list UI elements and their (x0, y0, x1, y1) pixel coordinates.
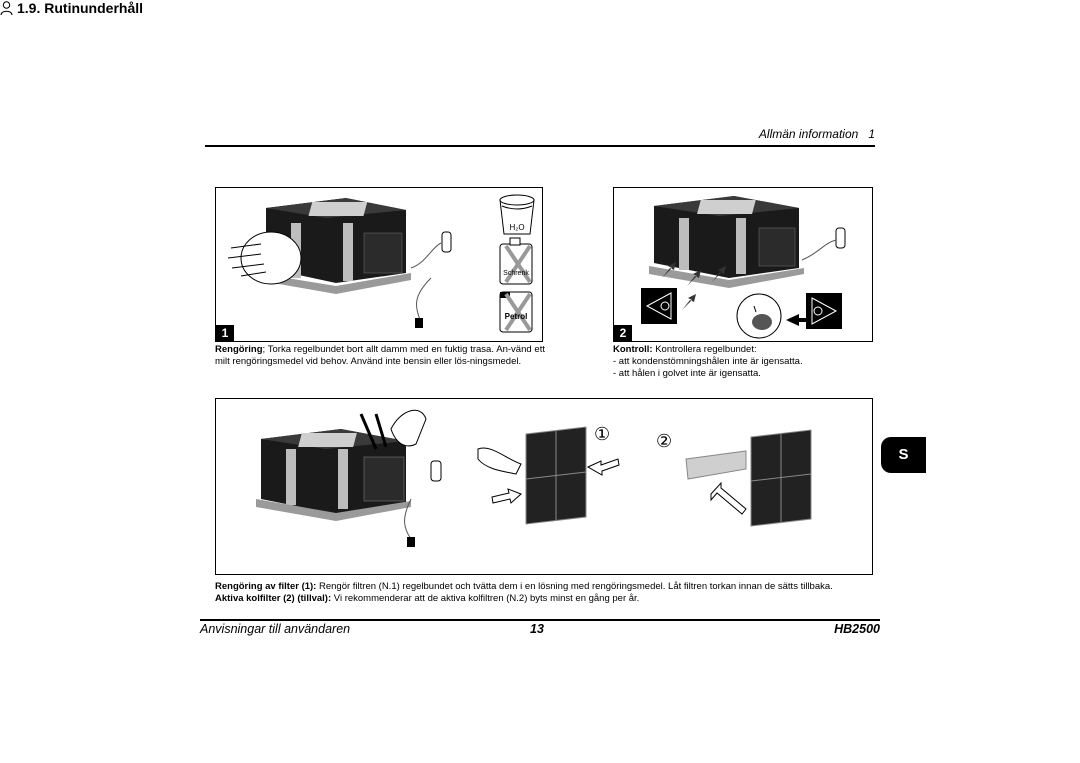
power-plug-icon (404, 460, 442, 547)
footer-rule (200, 619, 880, 621)
figure-1: H₂O Schrenk Petrol 1 (215, 187, 543, 342)
filter-frame (750, 429, 812, 527)
figure-3-caption: Rengöring av filter (1): Rengör filtren … (215, 581, 880, 605)
figure-1-number: 1 (216, 325, 234, 341)
solvent-bottle-icon (499, 237, 533, 285)
petrol-can-icon (499, 291, 533, 333)
user-icon (0, 0, 13, 15)
header-section: Allmän information (758, 127, 859, 141)
cleaning-illustration: H₂O Schrenk Petrol (227, 194, 535, 333)
figure-2: 2 (613, 187, 873, 342)
language-tab: S (881, 437, 926, 473)
dehumidifier-unit (256, 429, 411, 521)
footer-left: Anvisningar till användaren (200, 622, 351, 636)
figure-1-caption: Rengöring; Torka regelbundet bort allt d… (215, 344, 545, 368)
caption-3b-bold: Aktiva kolfilter (2) (tillval): (215, 593, 332, 604)
carbon-filter-2 (685, 450, 747, 480)
dehumidifier-unit (649, 196, 804, 288)
arrow-icon (786, 314, 814, 326)
section-title: 1.9. Rutinunderhåll (0, 0, 1080, 16)
magnifier-detail-icon (736, 293, 782, 339)
caption-3a-bold: Rengöring av filter (1): (215, 581, 317, 592)
figure-2-number: 2 (614, 325, 632, 341)
marker-1: ① (594, 424, 611, 444)
hand-cloth-icon (227, 231, 302, 285)
caption-2-text: Kontrollera regelbundet: (652, 344, 757, 355)
water-bucket-icon (499, 194, 535, 235)
power-plug-icon (410, 231, 452, 328)
caption-2-bold: Kontroll: (613, 344, 653, 355)
caption-3b-text: Vi rekommenderar att de aktiva kolfiltre… (331, 593, 640, 604)
arrow-icon (710, 481, 747, 515)
petrol-label: Petrol (505, 312, 528, 321)
caption-1-text: ; Torka regelbundet bort allt damm med e… (215, 344, 545, 367)
eye-right-icon (806, 293, 842, 329)
header-page-ref: 1 (868, 127, 875, 141)
water-label: H₂O (509, 223, 524, 232)
running-header: Allmän information 1 (759, 127, 875, 141)
caption-1-bold: Rengöring (215, 344, 263, 355)
caption-2-item-1: - att kondenstömningshålen inte är igens… (613, 356, 803, 367)
solvent-label: Schrenk (503, 270, 529, 277)
arrow-icon (491, 458, 620, 504)
hand-icon (359, 409, 427, 450)
footer-page-number: 13 (530, 622, 544, 636)
airflow-arrows (662, 262, 726, 310)
marker-2: ② (656, 431, 673, 451)
header-rule (205, 145, 875, 147)
section-title-text: 1.9. Rutinunderhåll (17, 0, 144, 16)
filter-1 (477, 426, 587, 525)
footer-model: HB2500 (834, 622, 880, 636)
eye-left-icon (641, 288, 677, 324)
figure-2-caption: Kontroll: Kontrollera regelbundet: - att… (613, 344, 883, 380)
inspection-illustration (641, 196, 846, 339)
power-plug-icon (801, 227, 846, 261)
figure-3: ① ② (215, 398, 873, 575)
caption-2-item-2: - att hålen i golvet inte är igensatta. (613, 368, 761, 379)
caption-3a-text: Rengör filtren (N.1) regelbundet och tvä… (316, 581, 833, 592)
filter-illustration (256, 409, 812, 547)
